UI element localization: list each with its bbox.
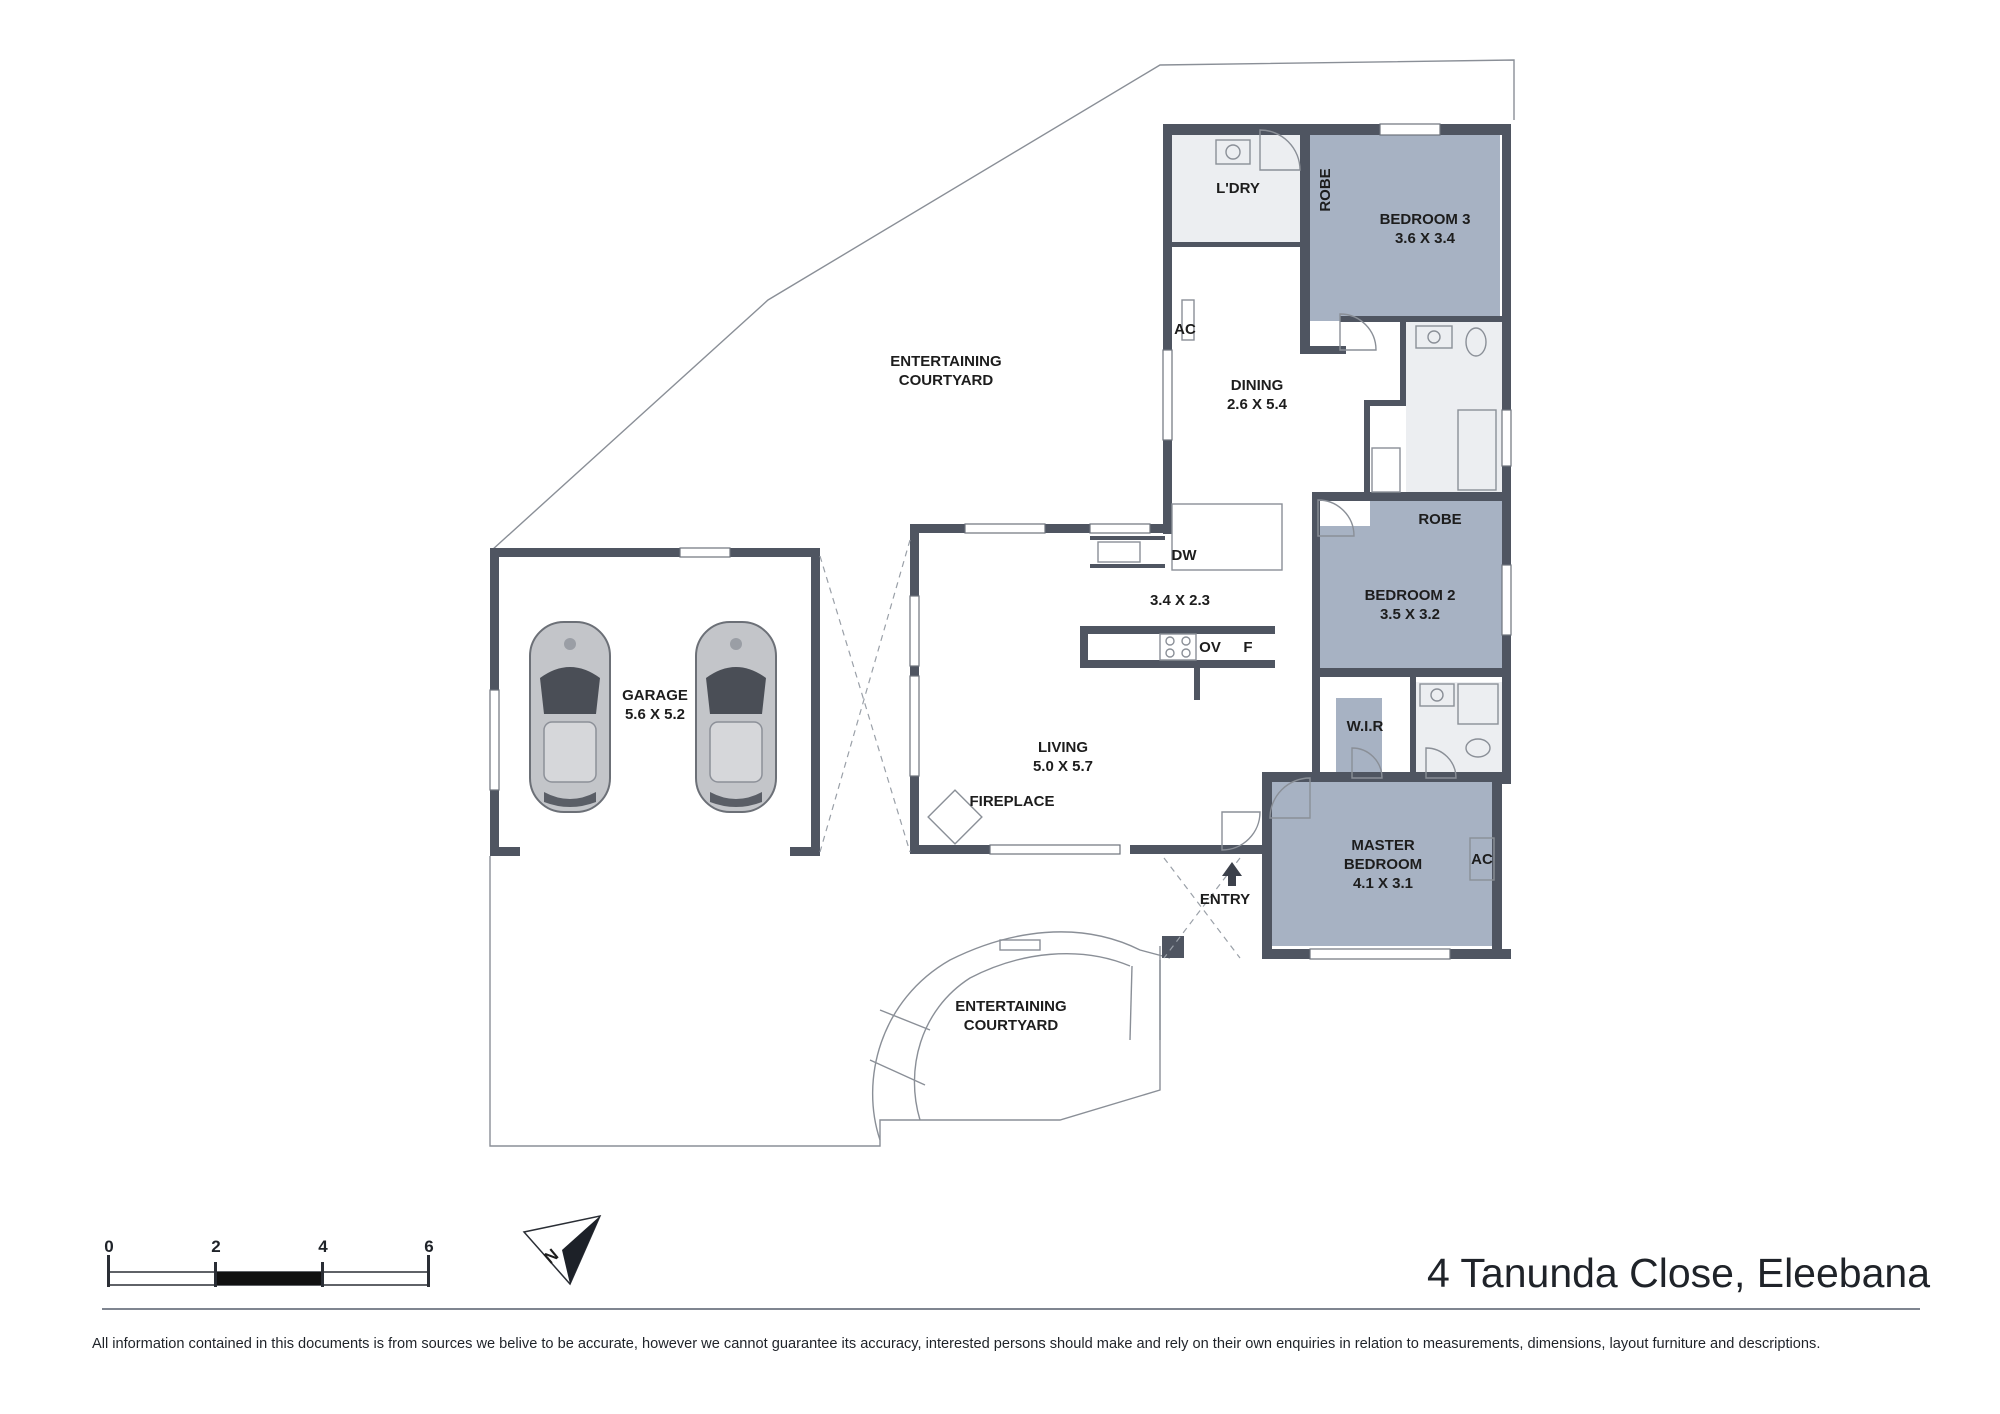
living-dimensions: 5.0 X 5.7 [1033,758,1093,775]
robe-bed2-fill [1370,500,1504,526]
courtyard-upper-label-1: ENTERTAINING [890,353,1001,370]
ac-master-label: AC [1471,851,1493,868]
courtyard-lower-label-2: COURTYARD [964,1017,1059,1034]
ensuite-fill [1416,682,1504,778]
fridge-label: F [1243,639,1252,656]
entry-label: ENTRY [1200,891,1250,908]
north-arrow-icon: N [522,1214,602,1286]
robe-bed3-label: ROBE [1317,168,1334,211]
windows [489,123,1512,960]
garage-label: GARAGE [622,687,688,704]
robe-bed3-fill [1310,135,1340,245]
car-icon-left [529,621,611,813]
bedroom2-dimensions: 3.5 X 3.2 [1380,606,1440,623]
dining-label: DINING [1231,377,1284,394]
ac-dining-label: AC [1174,321,1196,338]
breezeway-dashes [819,539,1241,959]
car-icon-right [695,621,777,813]
wir-fill [1336,698,1382,778]
dishwasher-label: DW [1172,547,1198,564]
courtyard-upper-label-2: COURTYARD [899,372,994,389]
master-dimensions: 4.1 X 3.1 [1353,875,1413,892]
lower-courtyard-outline [869,931,1171,1141]
wir-label: W.I.R [1347,718,1384,735]
bedroom2-label: BEDROOM 2 [1365,587,1456,604]
master-fill [1270,782,1498,946]
disclaimer-text: All information contained in this docume… [92,1336,1821,1352]
entry-arrow-icon [1222,862,1242,886]
fixtures [927,139,1499,881]
kitchen-dimensions: 3.4 X 2.3 [1150,592,1210,609]
master-label-1: MASTER [1351,837,1415,854]
bathroom-fill [1406,322,1504,492]
courtyard-lower-label-1: ENTERTAINING [955,998,1066,1015]
scale-tick-4: 4 [318,1237,328,1256]
site-boundary-upper [491,59,1515,551]
master-label-2: BEDROOM [1344,856,1422,873]
scale-tick-2: 2 [211,1237,220,1256]
scale-bar: 0 2 4 6 [104,1237,434,1287]
living-label: LIVING [1038,739,1088,756]
garage-dimensions: 5.6 X 5.2 [625,706,685,723]
oven-label: OV [1199,639,1221,656]
fireplace-label: FIREPLACE [969,793,1054,810]
laundry-label: L'DRY [1216,180,1260,197]
scale-tick-6: 6 [424,1237,433,1256]
bedroom2-fill [1314,526,1504,670]
doors [1221,129,1457,851]
property-address: 4 Tanunda Close, Eleebana [1426,1250,1930,1296]
site-boundary-lower [489,856,1161,1147]
bedroom3-dimensions: 3.6 X 3.4 [1395,230,1456,247]
footer-divider [102,1308,1920,1310]
bedroom3-fill [1310,135,1500,321]
dining-dimensions: 2.6 X 5.4 [1227,396,1288,413]
scale-tick-0: 0 [104,1237,113,1256]
robe-bed2-label: ROBE [1418,511,1461,528]
bedroom3-label: BEDROOM 3 [1380,211,1471,228]
